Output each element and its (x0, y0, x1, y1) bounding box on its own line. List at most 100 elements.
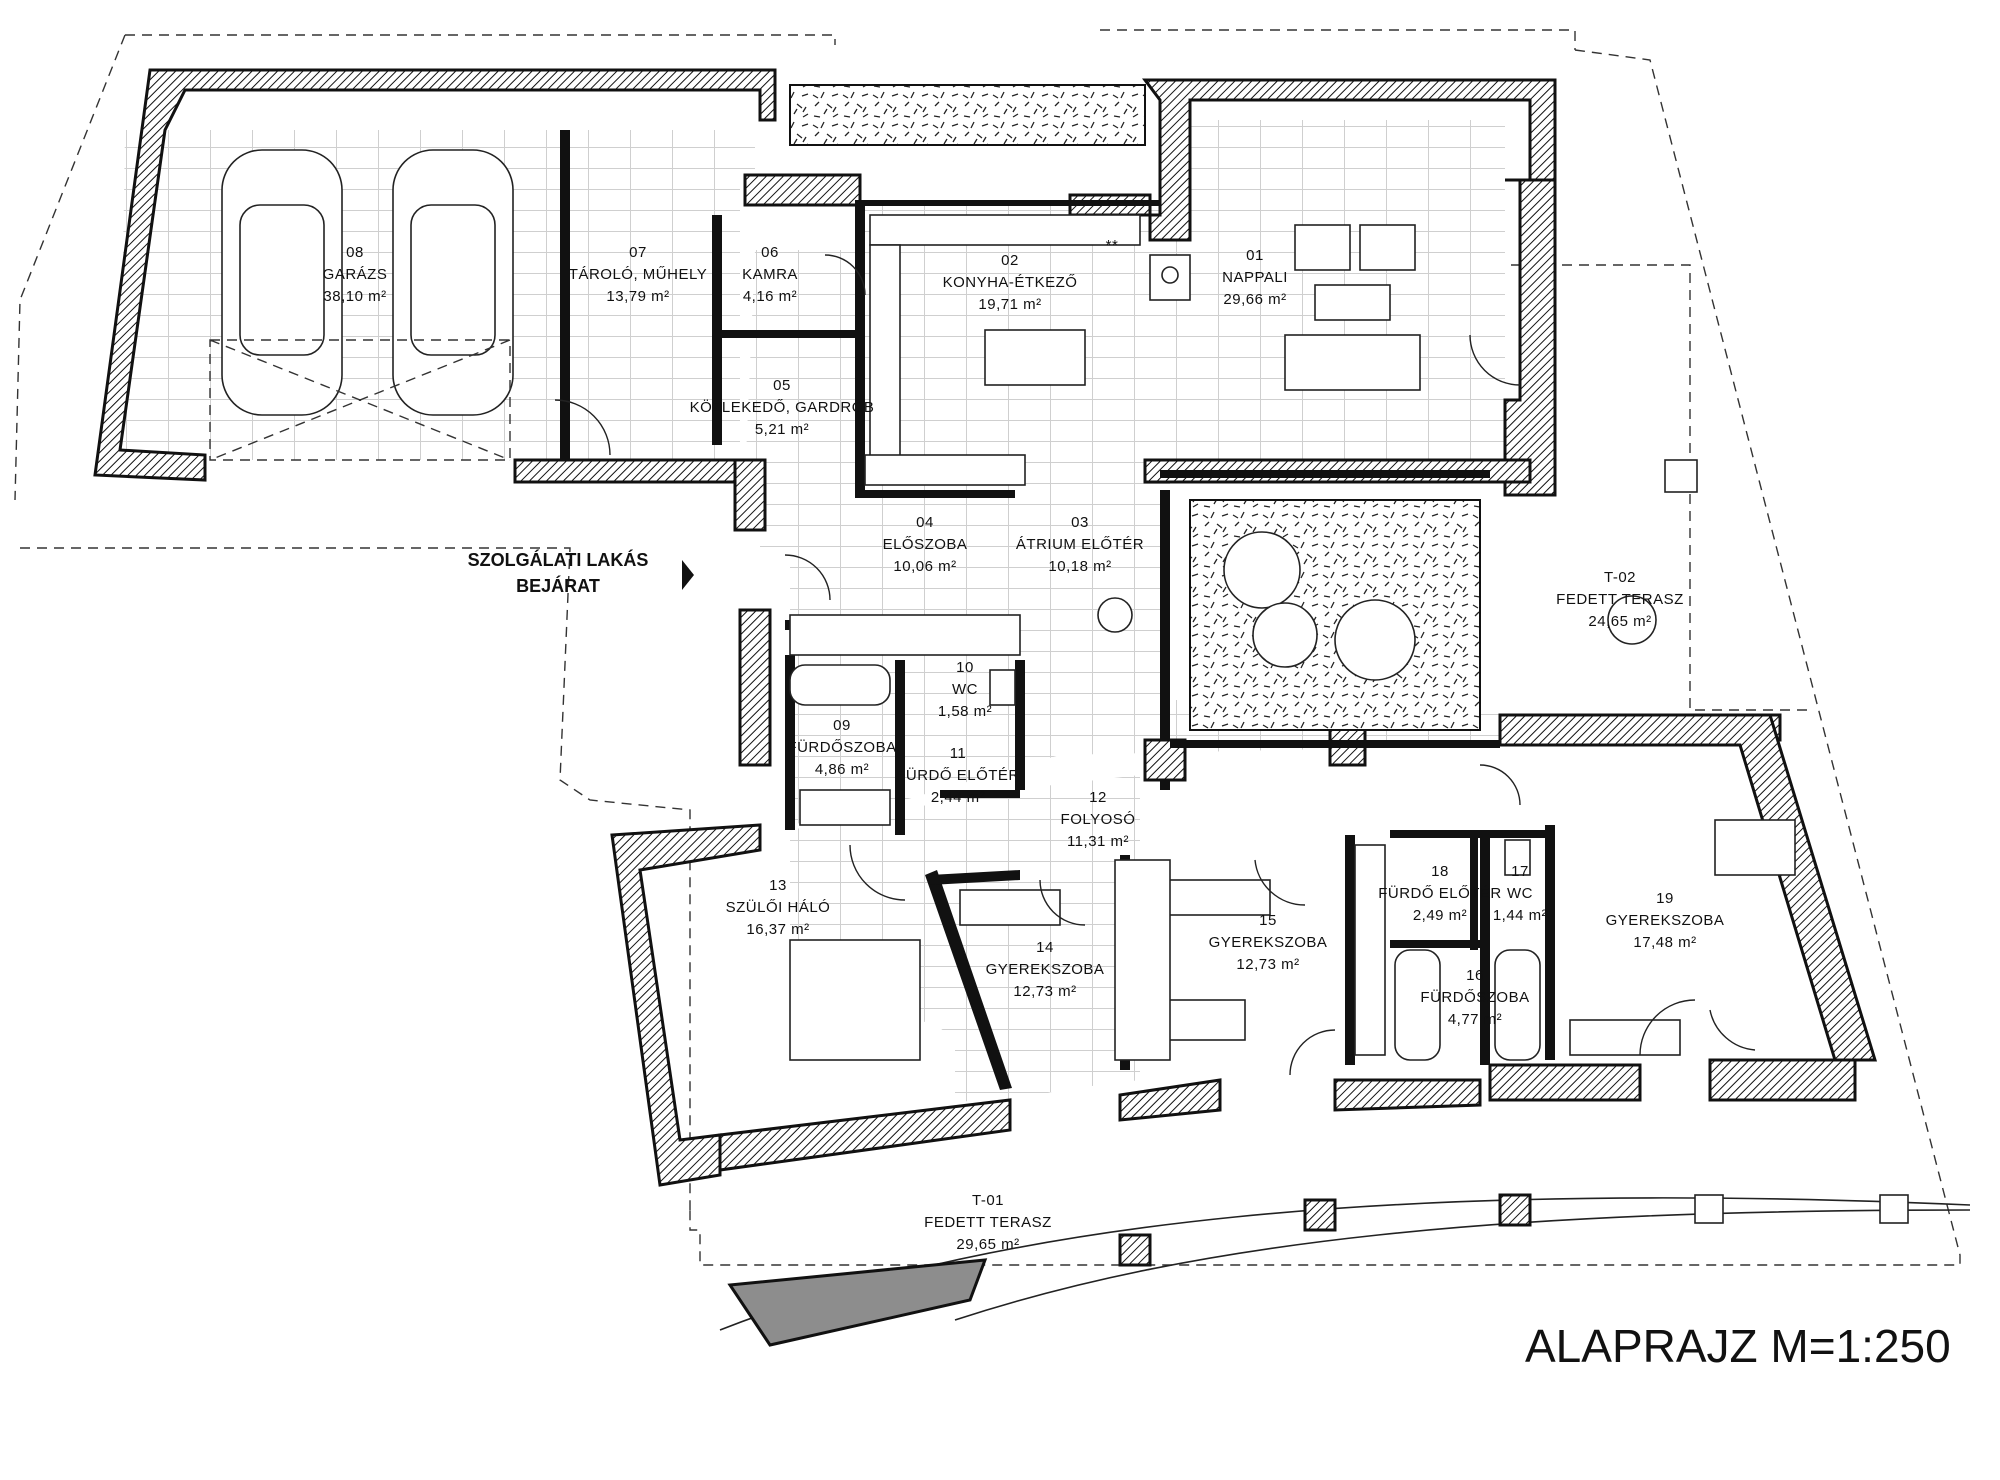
room-label-r01: 01 NAPPALI 29,66 m² (1222, 247, 1288, 308)
roof-outline (14, 29, 1961, 1266)
svg-text:5,21 m²: 5,21 m² (755, 421, 809, 438)
svg-text:11: 11 (950, 745, 967, 762)
room-label-r02: 02 KONYHA-ÉTKEZŐ 19,71 m² (943, 252, 1078, 313)
room-labels: 01 NAPPALI 29,66 m² 02 KONYHA-ÉTKEZŐ 19,… (323, 237, 1725, 1253)
svg-text:2,44 m²: 2,44 m² (931, 789, 985, 806)
room-label-r03: 03 ÁTRIUM ELŐTÉR 10,18 m² (1016, 514, 1144, 575)
svg-text:FÜRDŐSZOBA: FÜRDŐSZOBA (787, 738, 896, 756)
svg-text:FÜRDŐSZOBA: FÜRDŐSZOBA (1420, 988, 1529, 1006)
entrance-label-line2: BEJÁRAT (516, 575, 600, 596)
svg-text:GARÁZS: GARÁZS (323, 266, 388, 283)
svg-text:14: 14 (1036, 939, 1054, 956)
svg-text:FÜRDŐ ELŐTÉR: FÜRDŐ ELŐTÉR (896, 766, 1020, 784)
svg-text:4,86 m²: 4,86 m² (815, 761, 869, 778)
svg-text:16: 16 (1466, 967, 1484, 984)
svg-text:4,77 m²: 4,77 m² (1448, 1011, 1502, 1028)
svg-text:10,18 m²: 10,18 m² (1048, 558, 1111, 575)
svg-text:FÜRDŐ ELŐTÉR: FÜRDŐ ELŐTÉR (1378, 884, 1502, 902)
svg-text:T-02: T-02 (1604, 569, 1636, 586)
svg-text:ELŐSZOBA: ELŐSZOBA (883, 536, 968, 553)
svg-text:12: 12 (1089, 789, 1107, 806)
svg-text:16,37 m²: 16,37 m² (746, 921, 809, 938)
svg-text:SZÜLŐI HÁLÓ: SZÜLŐI HÁLÓ (726, 898, 831, 916)
entrance-arrow-icon (682, 560, 694, 590)
svg-text:15: 15 (1259, 912, 1277, 929)
svg-text:1,44 m²: 1,44 m² (1493, 907, 1547, 924)
svg-text:10: 10 (956, 659, 974, 676)
room-label-r19: 19 GYEREKSZOBA 17,48 m² (1606, 890, 1725, 951)
room-label-r12: 12 FOLYOSÓ 11,31 m² (1061, 789, 1136, 850)
svg-text:12,73 m²: 12,73 m² (1236, 956, 1299, 973)
room-label-r17: 17 WC 1,44 m² (1493, 863, 1547, 924)
svg-text:17,48 m²: 17,48 m² (1633, 934, 1696, 951)
plan-title-group: ALAPRAJZ M=1:250 (1525, 1320, 1951, 1372)
svg-text:29,65 m²: 29,65 m² (956, 1236, 1019, 1253)
bathroom-fixtures (789, 664, 1541, 1061)
svg-text:05: 05 (773, 377, 791, 394)
kitchen-furniture (864, 214, 1141, 486)
atrium-table-icon (1097, 597, 1133, 633)
svg-text:06: 06 (761, 244, 779, 261)
svg-text:GYEREKSZOBA: GYEREKSZOBA (1209, 934, 1328, 951)
svg-text:08: 08 (346, 244, 364, 261)
svg-text:FOLYOSÓ: FOLYOSÓ (1061, 811, 1136, 828)
room-label-t01: T-01 FEDETT TERASZ 29,65 m² (924, 1192, 1052, 1253)
plan-title: ALAPRAJZ M=1:250 (1525, 1320, 1951, 1372)
svg-text:24,65 m²: 24,65 m² (1588, 613, 1651, 630)
garage-door-outline (209, 339, 511, 461)
wardrobes (789, 614, 1386, 1061)
kitchen-mark: ** (1106, 237, 1119, 254)
svg-text:GYEREKSZOBA: GYEREKSZOBA (1606, 912, 1725, 929)
svg-text:29,66 m²: 29,66 m² (1223, 291, 1286, 308)
svg-text:T-01: T-01 (972, 1192, 1004, 1209)
svg-text:38,10 m²: 38,10 m² (323, 288, 386, 305)
car-icon-2 (392, 149, 514, 416)
svg-text:FEDETT TERASZ: FEDETT TERASZ (1556, 591, 1684, 608)
room-label-r15: 15 GYEREKSZOBA 12,73 m² (1209, 912, 1328, 973)
tree-icon-2 (1252, 602, 1318, 668)
svg-text:10,06 m²: 10,06 m² (893, 558, 956, 575)
svg-text:WC: WC (952, 681, 978, 698)
svg-text:13,79 m²: 13,79 m² (606, 288, 669, 305)
svg-text:WC: WC (1507, 885, 1533, 902)
svg-text:KONYHA-ÉTKEZŐ: KONYHA-ÉTKEZŐ (943, 274, 1078, 291)
room-label-r08: 08 GARÁZS 38,10 m² (323, 244, 388, 305)
gravel-areas (789, 84, 1481, 731)
door-swings (554, 254, 1756, 1076)
svg-text:11,31 m²: 11,31 m² (1067, 833, 1129, 850)
room-label-r09: 09 FÜRDŐSZOBA 4,86 m² (787, 717, 896, 778)
svg-text:17: 17 (1511, 863, 1529, 880)
svg-text:07: 07 (629, 244, 647, 261)
room-label-r18: 18 FÜRDŐ ELŐTÉR 2,49 m² (1378, 863, 1502, 924)
svg-text:18: 18 (1431, 863, 1449, 880)
svg-text:19,71 m²: 19,71 m² (978, 296, 1041, 313)
svg-text:FEDETT TERASZ: FEDETT TERASZ (924, 1214, 1052, 1231)
svg-text:12,73 m²: 12,73 m² (1013, 983, 1076, 1000)
room-label-r07: 07 TÁROLÓ, MŰHELY 13,79 m² (569, 244, 707, 305)
entrance-label: SZOLGÁLATI LAKÁS BEJÁRAT (468, 549, 694, 596)
svg-text:03: 03 (1071, 514, 1089, 531)
room-label-r05: 05 KÖZLEKEDŐ, GARDRÓB 5,21 m² (690, 377, 875, 438)
svg-text:19: 19 (1656, 890, 1674, 907)
svg-text:NAPPALI: NAPPALI (1222, 269, 1288, 286)
svg-text:13: 13 (769, 877, 787, 894)
tree-icon-3 (1334, 599, 1416, 681)
room-label-r10: 10 WC 1,58 m² (938, 659, 992, 720)
svg-text:4,16 m²: 4,16 m² (743, 288, 797, 305)
room-label-r14: 14 GYEREKSZOBA 12,73 m² (986, 939, 1105, 1000)
svg-text:KAMRA: KAMRA (742, 266, 798, 283)
room-label-r13: 13 SZÜLŐI HÁLÓ 16,37 m² (726, 877, 831, 938)
svg-text:KÖZLEKEDŐ, GARDRÓB: KÖZLEKEDŐ, GARDRÓB (690, 398, 875, 416)
svg-text:04: 04 (916, 514, 934, 531)
exterior-walls (93, 68, 1878, 1187)
terrace-table-icon (1607, 595, 1657, 645)
room-label-r16: 16 FÜRDŐSZOBA 4,77 m² (1420, 967, 1529, 1028)
svg-text:01: 01 (1246, 247, 1264, 264)
svg-text:09: 09 (833, 717, 851, 734)
room-label-r04: 04 ELŐSZOBA 10,06 m² (883, 514, 968, 575)
room-label-t02: T-02 FEDETT TERASZ 24,65 m² (1556, 569, 1684, 630)
svg-text:02: 02 (1001, 252, 1019, 269)
svg-text:GYEREKSZOBA: GYEREKSZOBA (986, 961, 1105, 978)
entrance-label-line1: SZOLGÁLATI LAKÁS (468, 549, 649, 570)
tree-icon-1 (1223, 531, 1301, 609)
